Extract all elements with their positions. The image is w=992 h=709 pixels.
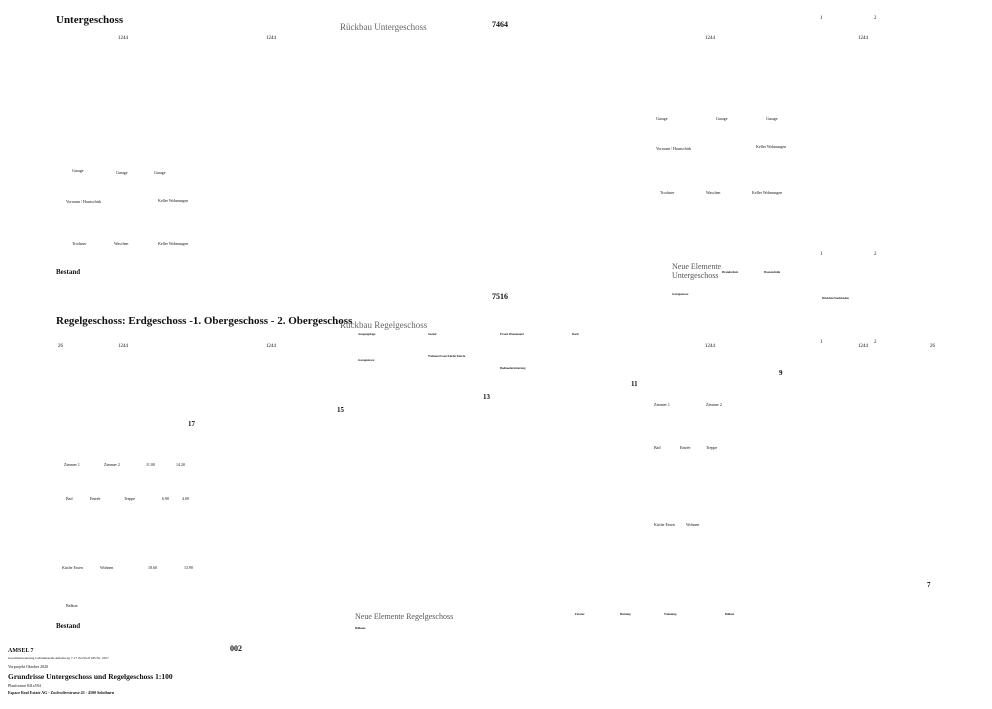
grid-mark: 2 [874, 252, 877, 257]
grid-mark: 1 [820, 252, 823, 257]
room-label: Küche Essen [62, 565, 83, 570]
room-label: Küche Essen [654, 522, 675, 527]
room-label: Zimmer 2 [104, 462, 120, 467]
lower-section-title: Regelgeschoss: Erdgeschoss -1. Obergesch… [56, 315, 353, 327]
room-label: Garage [656, 116, 668, 121]
room-area: 11.00 [146, 462, 155, 467]
room-label: Vorraum / Hausschirk [66, 199, 102, 204]
note-heading: Heizung [620, 612, 631, 616]
dim-lower: 1244 [705, 344, 715, 349]
room-label: Keller Wohnungen [158, 241, 189, 246]
project-subtitle: Gesamterneuerung Gebäudezeile Amselweg 7… [8, 656, 109, 660]
plan-number: 002 [230, 644, 242, 653]
room-label: Entrée [680, 445, 691, 450]
upper-total-dimension: 7464 [492, 20, 508, 29]
lower-bestand-label: Bestand [56, 622, 81, 630]
grid-mark: 2 [874, 16, 877, 21]
plan-date: Vorprojekt Oktober 2020 [8, 664, 49, 669]
owner-line: Espace Real Estate AG - Zuchwilerstrasse… [8, 690, 115, 695]
house-number: 9 [779, 369, 783, 377]
room-label: Garage [116, 170, 128, 175]
dim-upper: 1244 [118, 36, 128, 41]
new-elements-rg-heading: Neue Elemente Regelgeschoss [355, 612, 454, 621]
note-heading: Garagentore [672, 292, 689, 296]
room-label: Zimmer 1 [654, 402, 670, 407]
room-label: Vorraum / Hausschirk [656, 146, 692, 151]
room-label: Trockner [72, 241, 87, 246]
room-label: Garage [766, 116, 778, 121]
dim-upper: 1244 [266, 36, 276, 41]
note-heading: Wohnung [664, 612, 677, 616]
room-area: 13.90 [184, 565, 193, 570]
note-heading: Wohnen Essen Küche Entrée [428, 354, 466, 358]
house-number: 11 [631, 380, 638, 388]
house-number: 13 [483, 393, 490, 401]
note-heading: Balkone [355, 626, 366, 630]
room-label: Zimmer 2 [706, 402, 722, 407]
note-heading: Badmodernisierung [500, 366, 526, 370]
house-number: 7 [927, 581, 931, 589]
grid-mark: 2 [874, 340, 877, 345]
room-area: 4.00 [182, 496, 189, 501]
room-area: 14.20 [176, 462, 185, 467]
upper-bestand-label: Bestand [56, 268, 81, 276]
note-heading: Ersatz Hausmauer [500, 332, 525, 336]
room-label: Bad [66, 496, 73, 501]
dim-lower: 26 [930, 344, 935, 349]
dim-lower: 1244 [266, 344, 276, 349]
room-label: Garage [72, 168, 84, 173]
note-heading: Balkon [725, 612, 735, 616]
note-heading: Fenster [575, 612, 585, 616]
dim-upper: 1244 [858, 36, 868, 41]
room-label: Garage [154, 170, 166, 175]
room-label: Keller Wohnungen [158, 198, 189, 203]
dim-lower: 1244 [858, 344, 868, 349]
room-label: Wohnen [100, 565, 114, 570]
lower-total-dimension: 7516 [492, 292, 508, 301]
room-label: Waschen [706, 190, 721, 195]
note-heading: Ausgangslage [358, 332, 376, 336]
room-label: Bad [654, 445, 661, 450]
room-area: 18.60 [148, 565, 157, 570]
dim-lower: 26 [58, 344, 63, 349]
note-heading: Haustechnik [764, 270, 781, 274]
room-label: Balkon [66, 603, 78, 608]
house-number: 17 [188, 420, 195, 428]
plan-title: Grundrisse Untergeschoss und Regelgescho… [8, 672, 173, 681]
room-label: Entrée [90, 496, 101, 501]
upper-demolition-title: Rückbau Untergeschoss [340, 22, 427, 32]
room-label: Garage [716, 116, 728, 121]
new-elements-ug-heading: Neue Elemente Untergeschoss [672, 262, 722, 280]
room-label: Keller Wohnungen [756, 144, 787, 149]
room-label: Trockner [660, 190, 675, 195]
dim-upper: 1244 [705, 36, 715, 41]
note-heading: Sockel [428, 332, 437, 336]
project-name: AMSEL 7 [8, 648, 34, 654]
note-heading: Dach [572, 332, 579, 336]
room-label: Wohnen [686, 522, 700, 527]
note-heading: Rückbau Dachboden [822, 296, 849, 300]
room-label: Zimmer 1 [64, 462, 80, 467]
upper-section-title: Untergeschoss [56, 14, 124, 26]
room-label: Keller Wohnungen [752, 190, 783, 195]
note-heading: Garagentore [358, 358, 375, 362]
note-heading: Brandschutz [722, 270, 739, 274]
grid-mark: 1 [820, 16, 823, 21]
room-area: 6.90 [162, 496, 169, 501]
grid-mark: 1 [820, 340, 823, 345]
plan-format: Planformat 841x594 [8, 683, 41, 688]
room-label: Waschen [114, 241, 129, 246]
room-label: Treppe [706, 445, 718, 450]
room-label: Treppe [124, 496, 136, 501]
house-number: 15 [337, 406, 344, 414]
dim-lower: 1244 [118, 344, 128, 349]
lower-demolition-title: Rückbau Regelgeschoss [340, 320, 428, 330]
